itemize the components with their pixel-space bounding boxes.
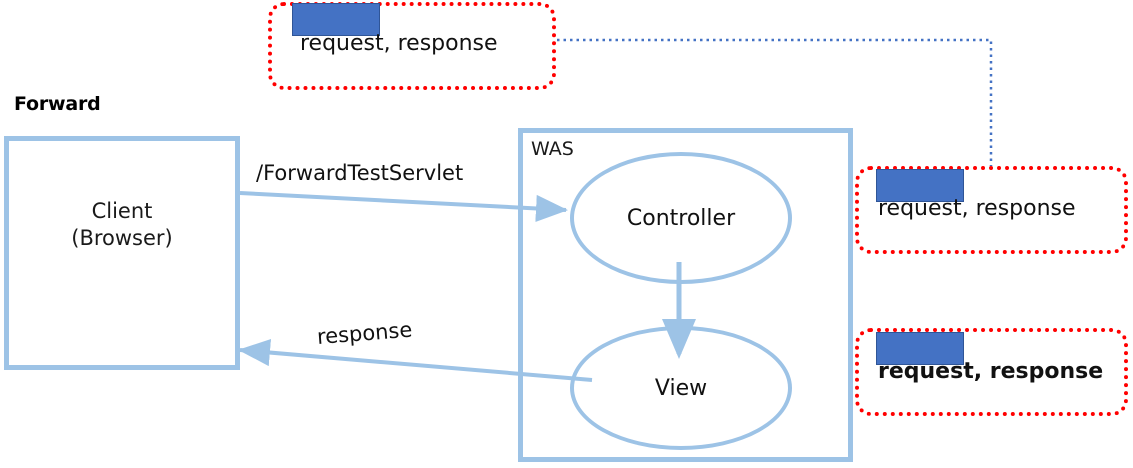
callout-middle-label: request, response bbox=[878, 196, 1076, 221]
was-label: WAS bbox=[531, 138, 574, 160]
controller-label: Controller bbox=[626, 205, 736, 231]
callout-bottom-swatch bbox=[876, 332, 964, 365]
client-label: Client (Browser) bbox=[4, 198, 240, 253]
client-label-line2: (Browser) bbox=[71, 226, 173, 251]
response-arrow-label: response bbox=[316, 317, 414, 349]
view-label: View bbox=[654, 375, 708, 401]
callout-top-label: request, response bbox=[300, 31, 498, 56]
request-arrow-label: /ForwardTestServlet bbox=[256, 161, 464, 185]
callout-middle-swatch bbox=[876, 169, 964, 202]
callout-top-swatch bbox=[292, 3, 380, 36]
client-label-line1: Client bbox=[91, 199, 153, 223]
controller-node: Controller bbox=[570, 152, 792, 284]
client-box bbox=[4, 136, 240, 370]
view-node: View bbox=[570, 326, 792, 450]
callout-bottom-label: request, response bbox=[878, 359, 1104, 384]
page-title: Forward bbox=[14, 93, 101, 115]
